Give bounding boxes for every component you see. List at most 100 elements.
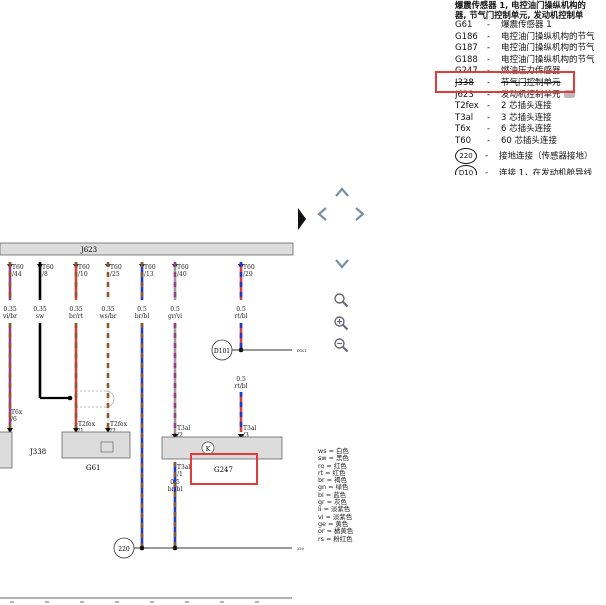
pin-label: T60 — [144, 264, 156, 271]
legend-text: 6 芯插头连接 — [501, 124, 552, 135]
legend-code: G188 — [455, 54, 478, 65]
wire-label: 0.5 — [137, 306, 147, 313]
connector-label: /1 — [177, 471, 183, 478]
legend-text: 60 芯插头连接 — [501, 135, 558, 146]
legend-item-t6x: T6x-6 芯插头连接 — [455, 124, 552, 135]
pin-label: /13 — [144, 271, 154, 278]
sensor-symbol: K — [206, 446, 211, 453]
legend-code: T3al — [455, 112, 474, 123]
shield-arc — [105, 390, 115, 408]
color-code-item: ws = 白色 — [318, 447, 349, 455]
g61-sensor-icon — [100, 441, 114, 453]
legend-text: 电控油门操纵机构的节气 — [501, 43, 595, 54]
legend-item-t2fex: T2fex-2 芯插头连接 — [455, 101, 552, 112]
color-code-item: rt = 红色 — [318, 468, 346, 477]
g61-shield — [76, 390, 106, 408]
wire-label: vi/br — [2, 313, 17, 320]
legend-text: 发动机控制单元 — [501, 89, 561, 100]
wire-label: rt/bl — [234, 313, 247, 320]
legend-title-2: 器, 节气门控制单元, 发动机控制单 — [455, 10, 584, 20]
legend-text: 电控油门操纵机构的节气 — [501, 54, 595, 65]
g247-label: G247 — [214, 466, 233, 474]
wire-label: br/bl — [168, 486, 183, 493]
legend-code: G61 — [455, 20, 473, 30]
color-code-item: br = 褐色 — [318, 476, 347, 485]
pan-right-icon[interactable] — [354, 206, 366, 222]
wire-label: gr/vi — [168, 313, 182, 320]
ground-220 — [113, 537, 135, 559]
legend-item-t3al: T3al-3 芯插头连接 — [455, 112, 552, 123]
j338-label: J338 — [29, 448, 46, 456]
legend-text: 接地连接（传感器接地） — [499, 151, 593, 162]
ground-side-label: 220 — [297, 547, 305, 551]
connector-label: /3 — [243, 432, 249, 439]
color-code-item: rs = 粉红色 — [318, 534, 353, 543]
pin-label: T60 — [42, 264, 54, 271]
ecu-continue-arrow — [298, 208, 306, 230]
connector-label: /6 — [11, 416, 17, 423]
legend-item-g188: G188-电控油门操纵机构的节气 — [455, 54, 595, 65]
legend-item-j338: J338-节气门控制单元 — [455, 77, 561, 88]
connector-label: /2 — [177, 432, 183, 439]
ground-label: 220 — [118, 546, 130, 553]
legend-title-1: 爆震传感器 1, 电控油门操纵机构的 — [455, 0, 586, 10]
color-code-item: gr = 灰色 — [318, 498, 347, 507]
legend-code: J623 — [455, 89, 474, 100]
connector-label: T3al — [177, 425, 190, 432]
d101-label: D101 — [214, 348, 230, 355]
wire-label: ws/br — [100, 313, 117, 320]
connector-label: T6x — [11, 409, 23, 416]
camera-icon[interactable] — [563, 90, 575, 99]
legend-item-d10: D10-连接 1，在发动机舱导线 — [455, 164, 606, 175]
wire-label: 0.35 — [3, 306, 17, 313]
legend-code: T60 — [455, 135, 472, 146]
connector-label: /1 — [78, 428, 84, 435]
color-code-item: or = 橘黄色 — [318, 527, 354, 536]
color-code-item: ro = 红色 — [318, 461, 347, 470]
pin-label: /29 — [243, 271, 253, 278]
legend-code: J338 — [455, 77, 474, 88]
color-code-item: ge = 黄色 — [318, 519, 349, 528]
legend-code: G186 — [455, 31, 478, 42]
pin-label: /25 — [110, 271, 120, 278]
connector-label: T3al — [177, 464, 190, 471]
wire-label: br/rt — [69, 313, 84, 320]
zoom-out-icon[interactable] — [333, 337, 349, 353]
connector-label: T2fex — [110, 421, 128, 428]
pan-up-icon[interactable] — [334, 186, 350, 198]
legend-text: 连接 1，在发动机舱导线 — [499, 168, 593, 175]
pin-label: /44 — [12, 271, 22, 278]
wire-label: 0.5 — [170, 479, 180, 486]
junction-dot — [67, 395, 73, 401]
wire-label: 0.35 — [33, 306, 47, 313]
wire-label: 0.35 — [101, 306, 115, 313]
pan-left-icon[interactable] — [316, 206, 328, 222]
pin-label: /8 — [42, 271, 48, 278]
legend-code: G187 — [455, 43, 478, 54]
color-code-item: vi = 淡紫色 — [318, 512, 353, 521]
legend-item-g186: G186-电控油门操纵机构的节气 — [455, 31, 595, 42]
wire-label: 0.5 — [236, 376, 246, 383]
zoom-icon[interactable] — [333, 292, 349, 308]
g61-box — [61, 431, 131, 459]
zoom-in-icon[interactable] — [333, 315, 349, 331]
pin-marker — [105, 428, 111, 433]
j338-box — [0, 431, 13, 469]
legend-text: 节气门控制单元 — [501, 77, 561, 88]
pin-label: T60 — [78, 264, 90, 271]
pin-marker — [238, 434, 244, 439]
wire-label: rt/bl — [234, 383, 247, 390]
pin-label: T60 — [110, 264, 122, 271]
legend-text: 2 芯插头连接 — [501, 101, 552, 112]
wire-label: br/bl — [135, 313, 150, 320]
wire-label: 0.35 — [69, 306, 83, 313]
color-code-item: gn = 绿色 — [318, 483, 349, 492]
wire-label: sw — [36, 313, 45, 320]
pin-label: /40 — [177, 271, 187, 278]
legend-text: 电控油门操纵机构的节气 — [501, 31, 595, 42]
legend-circle-code: 220 — [455, 147, 477, 164]
color-code-item: bl = 蓝色 — [318, 490, 347, 499]
pan-down-icon[interactable] — [334, 258, 350, 270]
